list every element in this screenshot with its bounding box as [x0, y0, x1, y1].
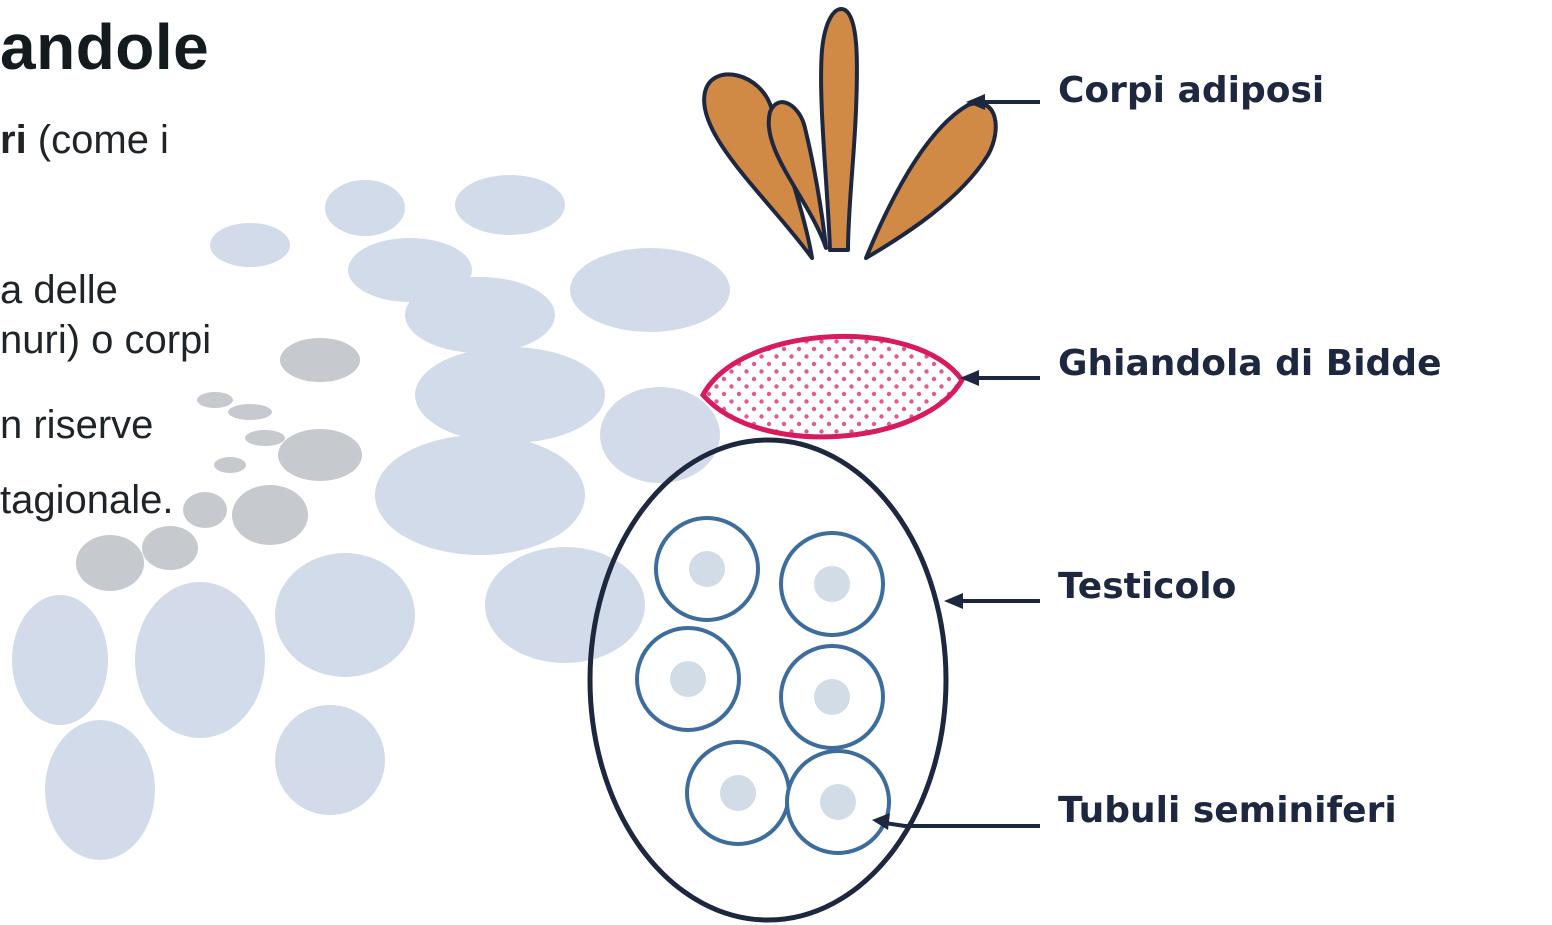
- tubule-lumen: [689, 551, 725, 587]
- tubule-lumen: [814, 679, 850, 715]
- fat-body-lobe: [821, 9, 857, 250]
- tubule-lumen: [670, 661, 706, 697]
- label-bidder-gland: Ghiandola di Bidde: [1058, 343, 1441, 384]
- arrowhead: [944, 593, 963, 609]
- label-fat-bodies: Corpi adiposi: [1058, 70, 1324, 111]
- tubule-lumen: [820, 784, 856, 820]
- label-testis: Testicolo: [1058, 566, 1236, 607]
- arrowhead: [960, 370, 979, 386]
- seminiferous-tubules: [637, 518, 889, 853]
- tubule-lumen: [814, 566, 850, 602]
- fat-body-lobe: [866, 103, 996, 258]
- tubule-lumen: [720, 775, 756, 811]
- fat-bodies: [704, 9, 996, 258]
- bidder-gland: [703, 336, 962, 436]
- label-seminiferous-tubules: Tubuli seminiferi: [1058, 790, 1397, 831]
